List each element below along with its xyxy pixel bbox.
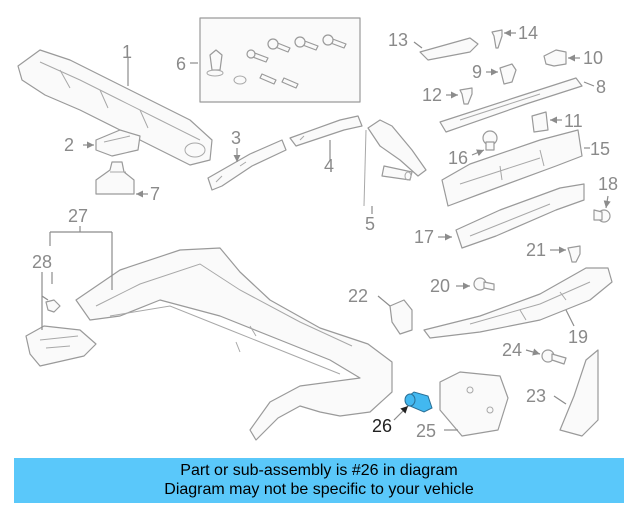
part-14-screw xyxy=(491,29,503,49)
leader-24 xyxy=(525,348,541,356)
part-28-latch xyxy=(25,299,97,367)
callout-14: 14 xyxy=(518,23,538,43)
callout-28: 28 xyxy=(32,252,52,272)
callout-24: 24 xyxy=(502,340,522,360)
part-19-side-rail xyxy=(423,267,613,339)
callout-2: 2 xyxy=(64,135,74,155)
callout-10: 10 xyxy=(583,48,603,68)
callout-18: 18 xyxy=(598,174,618,194)
part-25-bracket-plate xyxy=(439,371,509,437)
part-20-bolt xyxy=(473,277,495,291)
part-9-clip xyxy=(499,63,517,85)
part-27-soft-top xyxy=(75,247,393,441)
callout-3: 3 xyxy=(231,128,241,148)
part-18-bolt xyxy=(593,209,611,223)
callout-12: 12 xyxy=(422,85,442,105)
callout-22: 22 xyxy=(348,286,368,306)
info-banner: Part or sub-assembly is #26 in diagram D… xyxy=(14,458,624,503)
callout-16: 16 xyxy=(448,148,468,168)
callout-5: 5 xyxy=(365,214,375,234)
callout-19: 19 xyxy=(568,327,588,347)
part-22-bracket xyxy=(389,299,413,335)
callout-6: 6 xyxy=(176,54,186,74)
part-10-clip xyxy=(543,49,567,67)
callout-26: 26 xyxy=(372,416,392,436)
callout-11: 11 xyxy=(564,111,583,131)
leader-23 xyxy=(553,395,567,405)
leader-22 xyxy=(377,295,391,307)
part-7-latch xyxy=(95,161,135,195)
callout-23: 23 xyxy=(526,386,546,406)
callout-1: 1 xyxy=(122,42,132,62)
leader-18 xyxy=(603,195,611,209)
callout-8: 8 xyxy=(596,77,606,97)
part-1-front-header xyxy=(17,49,213,166)
callout-7: 7 xyxy=(150,184,160,204)
callout-4: 4 xyxy=(324,156,334,176)
callout-9: 9 xyxy=(472,62,482,82)
part-11-nut xyxy=(531,111,549,133)
leader-19 xyxy=(565,309,575,327)
banner-line-2: Diagram may not be specific to your vehi… xyxy=(164,481,474,498)
leader-27 xyxy=(49,226,113,290)
part-15-crossmember xyxy=(441,129,583,207)
callout-25: 25 xyxy=(416,421,436,441)
callout-20: 20 xyxy=(430,276,450,296)
part-6-hardware-kit xyxy=(199,17,361,103)
part-21-screw xyxy=(567,245,581,263)
leader-8 xyxy=(583,81,595,87)
callout-13: 13 xyxy=(388,30,408,50)
callout-17: 17 xyxy=(414,227,434,247)
part-5-pivot-assembly xyxy=(363,119,427,207)
part-4-rail xyxy=(289,115,363,147)
leader-26 xyxy=(393,405,409,421)
part-23-side-panel xyxy=(559,349,599,437)
part-3-rail xyxy=(207,139,287,191)
part-12-screw xyxy=(459,87,473,105)
part-2-bracket xyxy=(95,129,141,157)
leader-13 xyxy=(413,41,423,49)
part-8-rail xyxy=(439,77,583,133)
part-26-highlighted-bolt xyxy=(404,391,433,413)
callout-15: 15 xyxy=(590,139,610,159)
leader-16 xyxy=(471,149,485,157)
part-13-pad xyxy=(419,37,479,61)
leader-28 xyxy=(41,272,53,330)
banner-line-1: Part or sub-assembly is #26 in diagram xyxy=(180,462,458,479)
part-24-bolt xyxy=(541,349,567,365)
callout-27: 27 xyxy=(68,206,88,226)
part-17-crossmember xyxy=(455,183,585,249)
part-16-bolt xyxy=(482,130,498,151)
callout-21: 21 xyxy=(526,240,546,260)
